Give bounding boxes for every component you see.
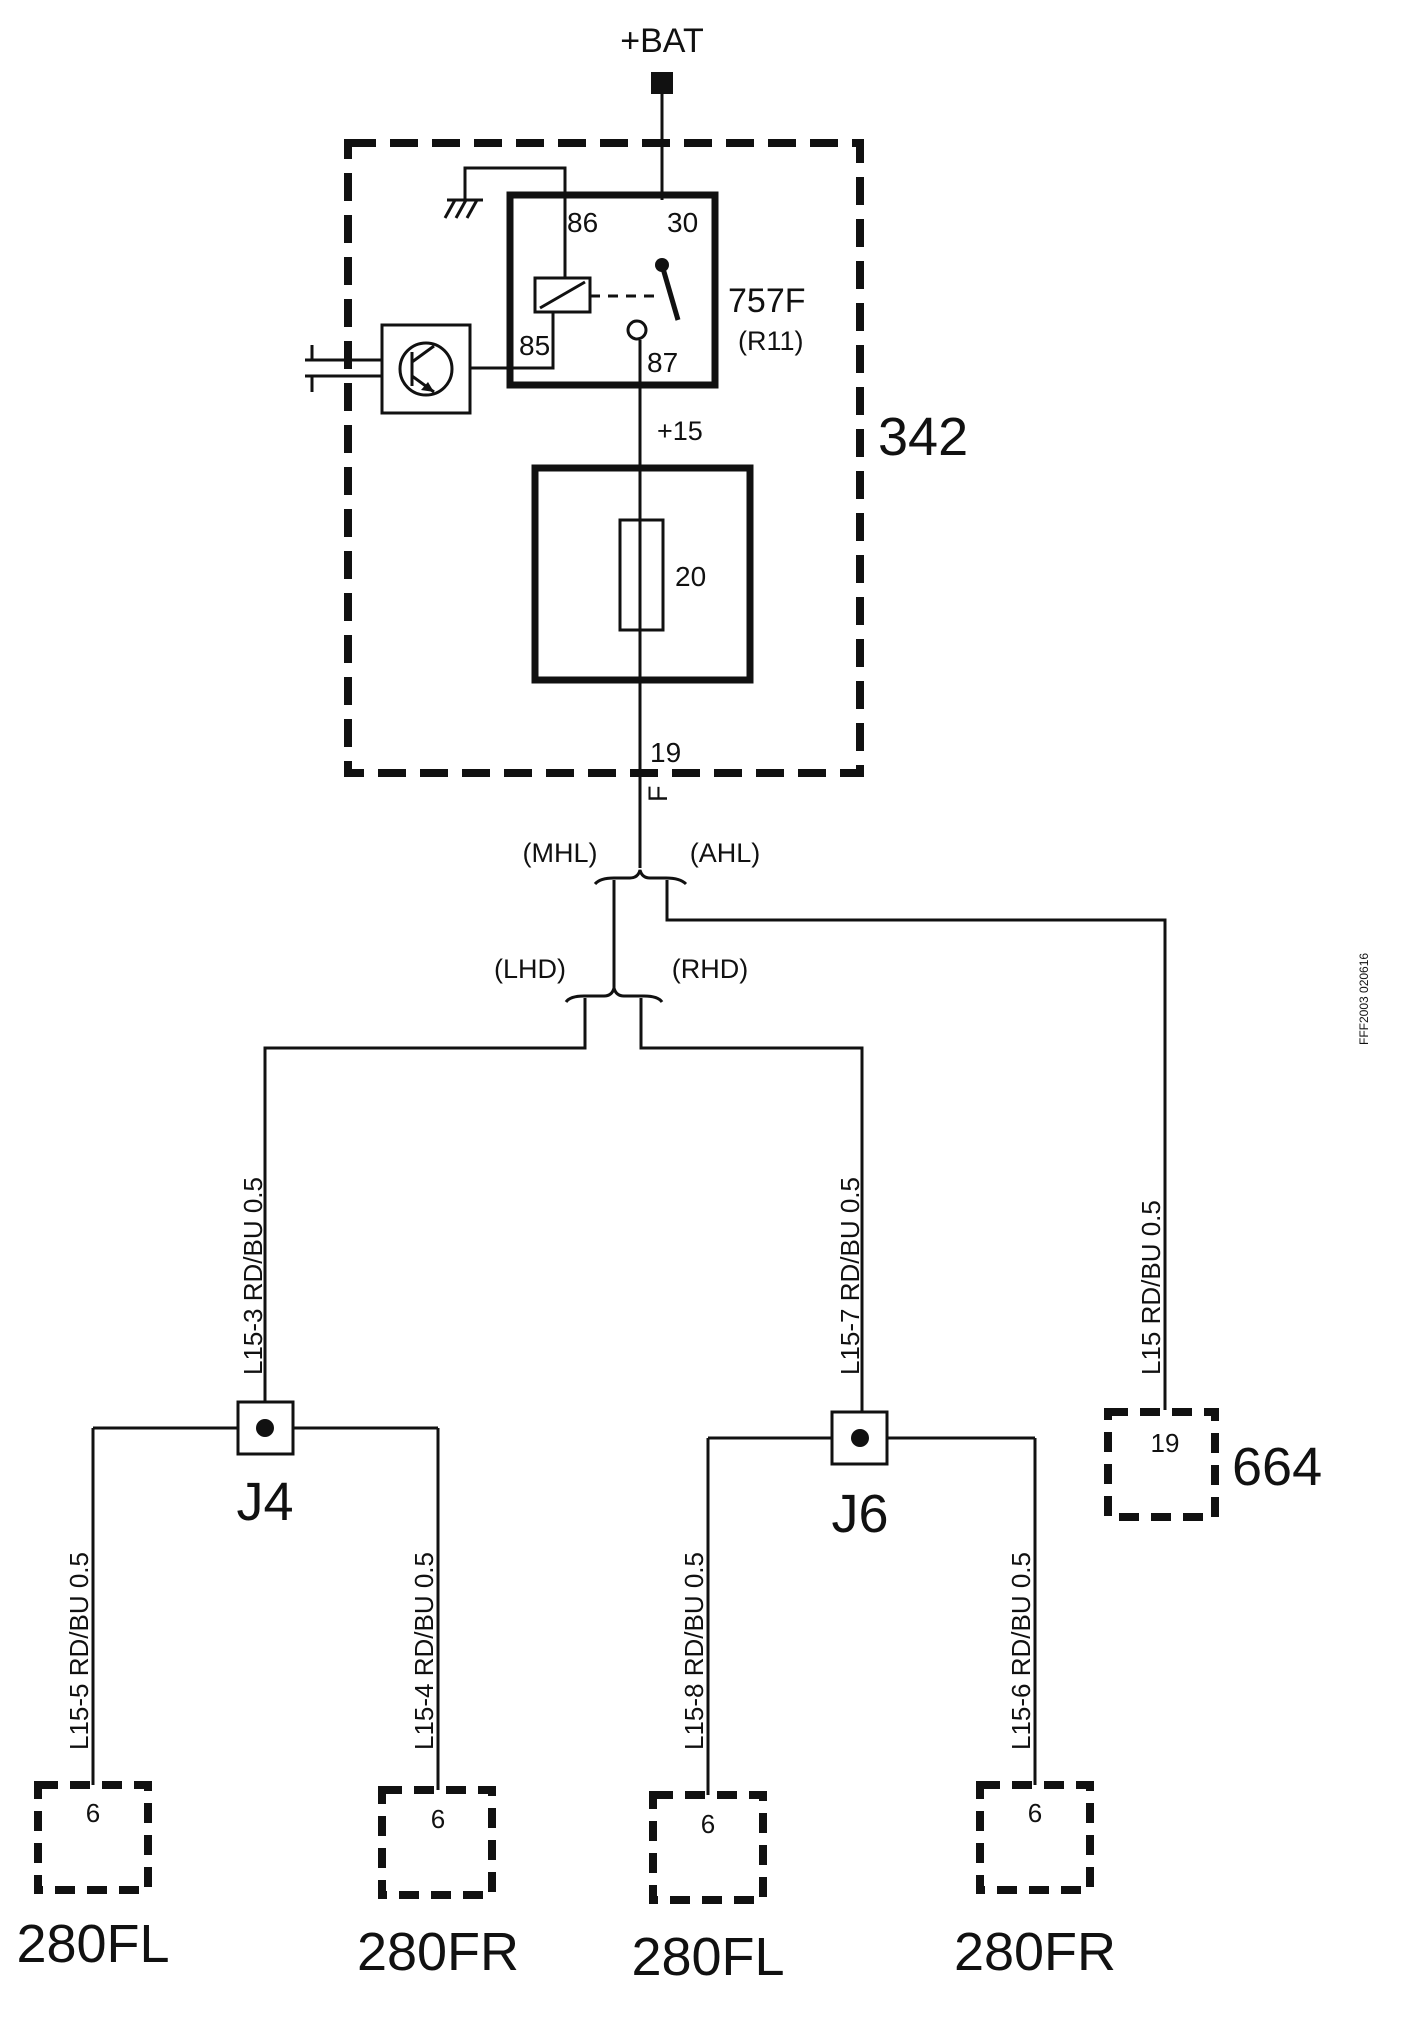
junction-j6 [830,1410,889,1466]
fuse-box-342 [344,139,864,777]
lhd-rhd-brace [564,987,664,1003]
connector-280fr-left-pin: 6 [431,1804,445,1834]
junction-j4-label: J4 [236,1472,293,1532]
fuse-label: 20 [675,561,706,592]
relay-contact-87 [626,319,648,341]
fuse-box-label: 342 [878,407,968,467]
junction-j4-node [256,1419,274,1437]
relay-757f [506,191,719,389]
lhd-branch [263,998,587,1425]
wire-label-l15-6: L15-6 RD/BU 0.5 [1006,1552,1036,1750]
output-label: +15 [657,416,703,446]
connector-280fl-left-pin: 6 [86,1798,100,1828]
wire-label-l15-3: L15-3 RD/BU 0.5 [238,1177,268,1375]
connector-280fr-right-label: 280FR [954,1922,1116,1982]
junction-j6-node [851,1429,869,1447]
connector-280fl-right-label: 280FL [631,1927,784,1987]
relay-pin-85: 85 [519,330,550,361]
wire-label-l15-4: L15-4 RD/BU 0.5 [409,1552,439,1750]
transistor-icon [398,341,454,397]
relay-pin-87: 87 [647,347,678,378]
connector-280fr-left-label: 280FR [357,1922,519,1982]
control-bus [305,345,382,392]
relay-switch-arm [659,264,681,321]
figure-code: FFF2003 020616 [1357,953,1371,1045]
connector-664 [1104,1408,1219,1521]
mhl-ahl-brace [593,869,688,886]
coil-ground-wire [463,166,567,278]
connector-280fl-right [649,1791,767,1904]
option-lhd: (LHD) [494,954,566,984]
relay-sublabel: (R11) [738,326,804,356]
fuse-holder [531,464,754,684]
wire-label-l15-5: L15-5 RD/BU 0.5 [64,1552,94,1750]
connector-664-label: 664 [1232,1437,1322,1497]
output-pin-suffix: F [643,786,673,803]
wire-label-l15-7: L15-7 RD/BU 0.5 [835,1177,865,1375]
connector-280fl-left-label: 280FL [16,1914,169,1974]
option-mhl: (MHL) [523,838,598,868]
connector-280fl-left [34,1781,152,1894]
option-rhd: (RHD) [672,954,748,984]
ground-icon [443,198,483,219]
connector-280fr-left [378,1786,496,1899]
connector-280fr-right-pin: 6 [1028,1798,1042,1828]
connector-280fr-right [976,1781,1094,1894]
supply-label: +BAT [620,22,703,60]
relay-pin-86: 86 [567,207,598,238]
coil-control-wire [470,312,555,370]
relay-label: 757F [728,282,806,320]
junction-j6-label: J6 [831,1484,888,1544]
connector-664-pin: 19 [1151,1428,1180,1458]
rhd-branch [639,998,864,1438]
option-ahl: (AHL) [690,838,761,868]
wire-label-l15-8: L15-8 RD/BU 0.5 [679,1552,709,1750]
relay-pin-30: 30 [667,207,698,238]
wire-label-l15: L15 RD/BU 0.5 [1136,1200,1166,1375]
output-pin: 19 [650,737,681,768]
connector-280fl-right-pin: 6 [701,1809,715,1839]
battery-terminal [651,72,673,94]
transistor-driver [380,323,472,415]
ahl-branch [665,880,1167,1410]
